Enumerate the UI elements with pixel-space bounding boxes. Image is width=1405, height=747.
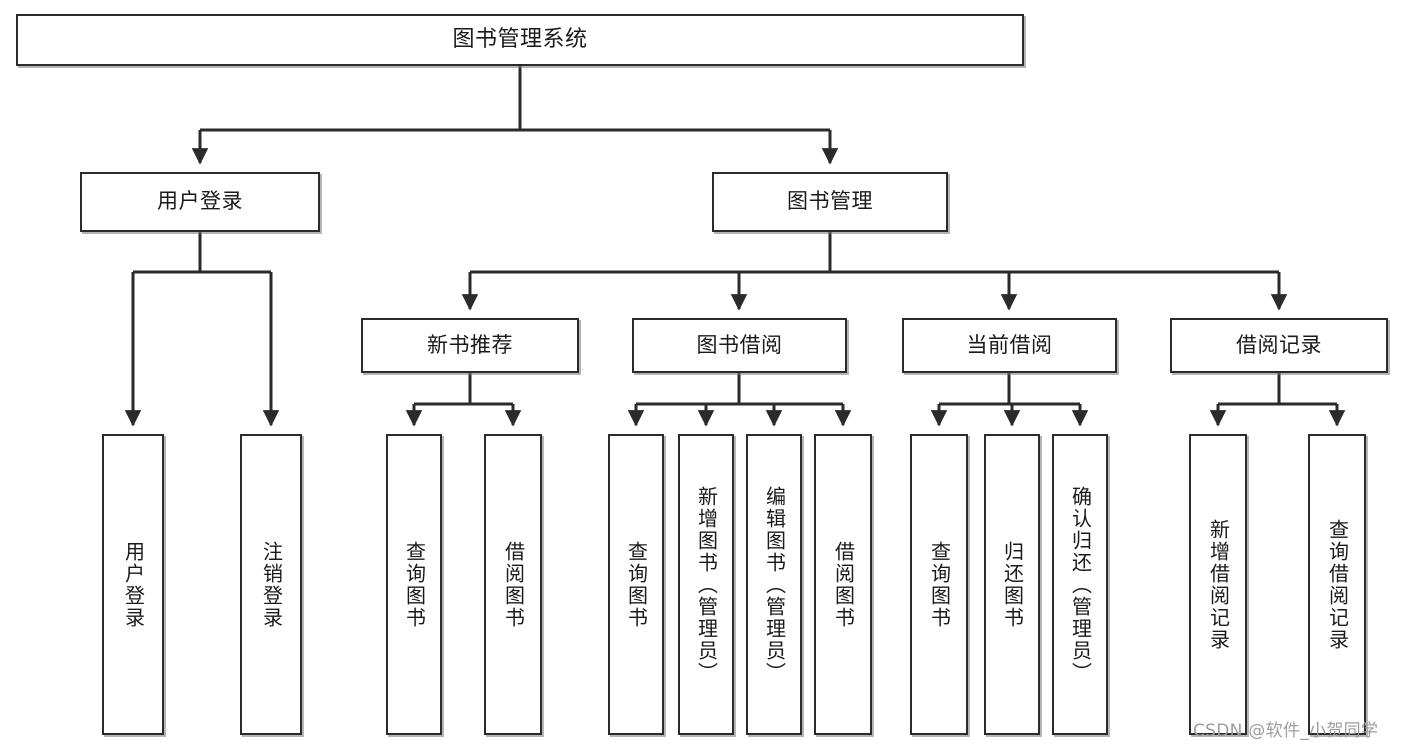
node-label: 图书借阅: [696, 332, 783, 357]
node-label: 新增图书（管理员）: [694, 485, 719, 684]
node-root[interactable]: 图书管理系统: [16, 14, 1024, 66]
node-leaf-1[interactable]: 注销登录: [240, 434, 302, 735]
node-label: 借阅图书: [501, 540, 526, 629]
node-leaf-3[interactable]: 借阅图书: [484, 434, 542, 735]
node-label: 用户登录: [157, 189, 243, 214]
node-leaf-4[interactable]: 查询图书: [608, 434, 664, 735]
node-leaf-11[interactable]: 新增借阅记录: [1189, 434, 1247, 735]
node-leaf-8[interactable]: 查询图书: [910, 434, 968, 735]
node-level3-2[interactable]: 当前借阅: [902, 318, 1117, 373]
node-leaf-12[interactable]: 查询借阅记录: [1308, 434, 1366, 735]
node-leaf-10[interactable]: 确认归还（管理员）: [1052, 434, 1108, 735]
node-label: 新书推荐: [427, 332, 513, 357]
node-label: 归还图书: [1000, 540, 1025, 629]
node-label: 图书管理: [787, 189, 873, 214]
watermark-text: CSDN @软件_小贺同学: [1193, 721, 1379, 741]
node-level2-0[interactable]: 用户登录: [80, 172, 320, 232]
node-leaf-7[interactable]: 借阅图书: [814, 434, 872, 735]
node-leaf-5[interactable]: 新增图书（管理员）: [678, 434, 734, 735]
node-leaf-9[interactable]: 归还图书: [984, 434, 1040, 735]
node-label: 查询图书: [402, 540, 427, 629]
node-level3-0[interactable]: 新书推荐: [361, 318, 579, 373]
node-label: 查询借阅记录: [1325, 518, 1350, 651]
node-leaf-0[interactable]: 用户登录: [102, 434, 164, 735]
node-label: 图书管理系统: [452, 26, 588, 52]
node-label: 查询图书: [927, 540, 952, 629]
node-leaf-2[interactable]: 查询图书: [386, 434, 442, 735]
node-label: 注销登录: [259, 540, 284, 629]
node-level2-1[interactable]: 图书管理: [712, 172, 948, 232]
node-label: 新增借阅记录: [1206, 518, 1231, 651]
node-label: 借阅记录: [1236, 332, 1322, 357]
node-level3-1[interactable]: 图书借阅: [632, 318, 847, 373]
node-label: 编辑图书（管理员）: [762, 485, 787, 684]
node-level3-3[interactable]: 借阅记录: [1170, 318, 1388, 373]
node-leaf-6[interactable]: 编辑图书（管理员）: [746, 434, 802, 735]
node-label: 确认归还（管理员）: [1068, 485, 1093, 684]
node-label: 借阅图书: [831, 540, 856, 629]
node-label: 用户登录: [121, 540, 146, 629]
node-label: 当前借阅: [966, 332, 1053, 357]
node-label: 查询图书: [624, 540, 649, 629]
